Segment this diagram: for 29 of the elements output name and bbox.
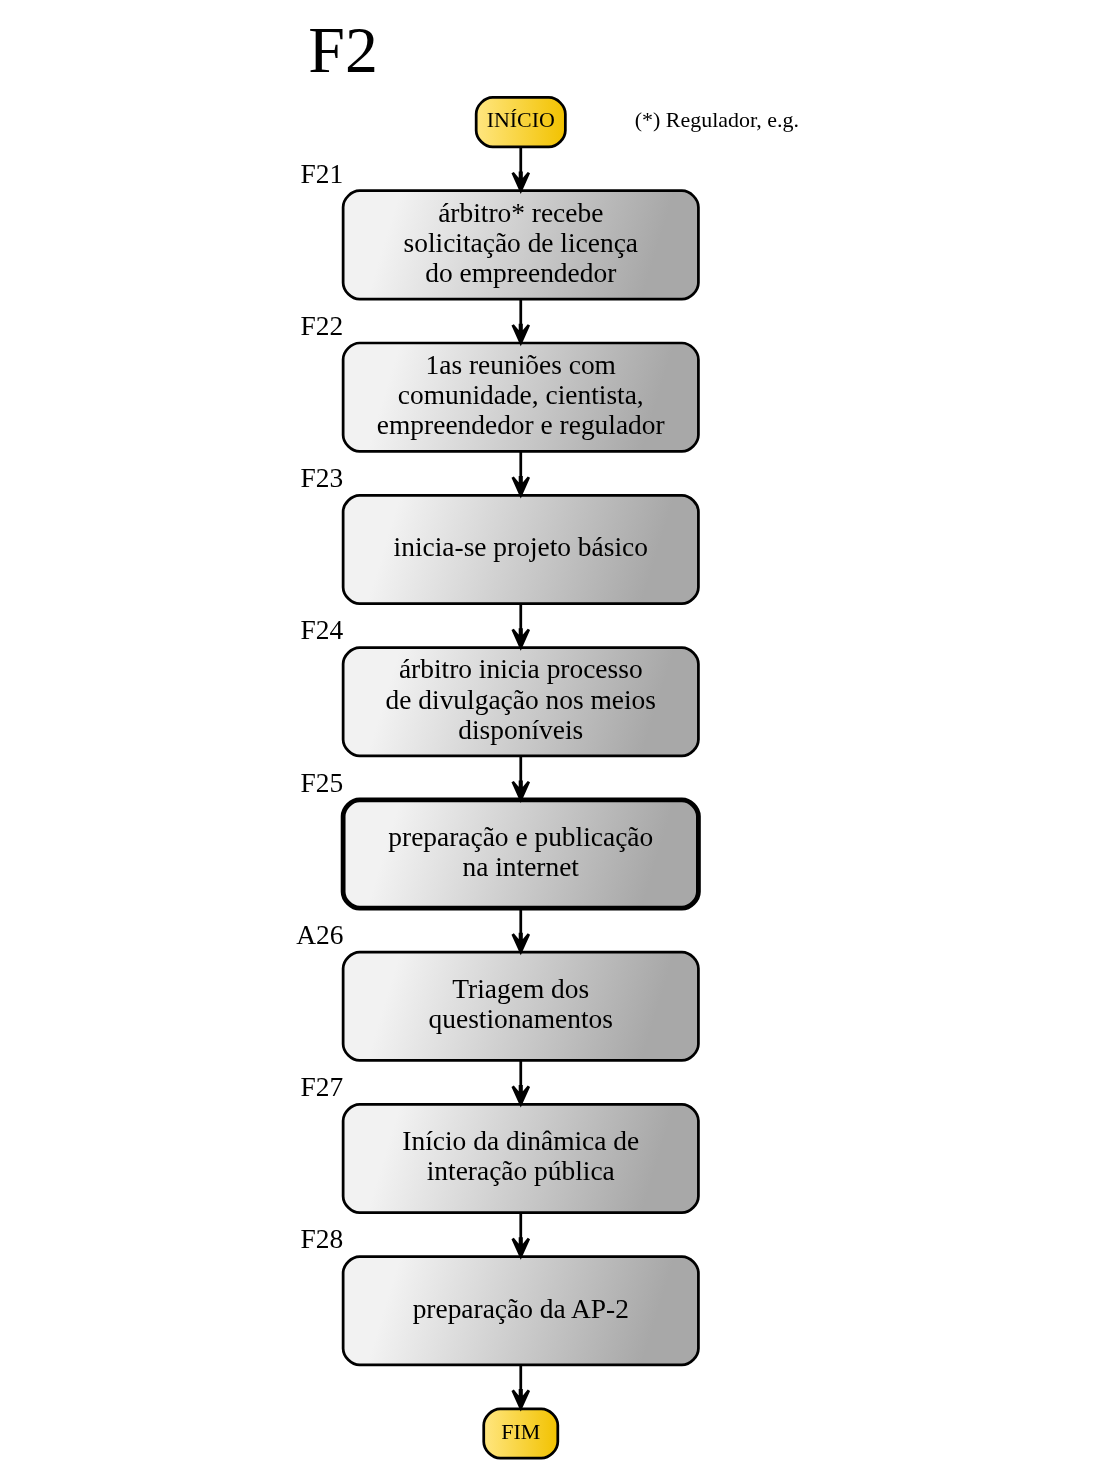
arrow xyxy=(510,1060,530,1106)
node-label: F24 xyxy=(300,615,343,646)
arrow xyxy=(510,1365,530,1410)
node-label: F23 xyxy=(300,463,343,494)
node-box: Triagem dos questionamentos xyxy=(341,950,700,1062)
arrow xyxy=(510,147,530,192)
node-label: A26 xyxy=(295,919,343,950)
node-label: F28 xyxy=(300,1224,343,1255)
node-box: inicia-se projeto básico xyxy=(341,493,700,605)
node-box: árbitro* recebe solicitação de licença do empreendedor xyxy=(341,189,700,301)
arrow xyxy=(510,908,530,954)
node-label: F22 xyxy=(300,310,343,341)
node-label: F25 xyxy=(300,767,343,798)
node-box: FIM xyxy=(481,1407,559,1460)
node-box: preparação e publicação na internet xyxy=(340,797,701,911)
arrow xyxy=(510,451,530,497)
diagram-title: F2 xyxy=(307,12,378,86)
node-label: F27 xyxy=(300,1072,343,1103)
node-box: preparação da AP-2 xyxy=(341,1255,700,1367)
label: (*) Regulador, e.g. xyxy=(634,107,799,133)
arrow xyxy=(510,603,530,649)
node-box: INÍCIO xyxy=(474,96,567,149)
arrow xyxy=(510,756,530,801)
node-box: Início da dinâmica de interação pública xyxy=(341,1102,700,1215)
arrow xyxy=(510,1213,530,1258)
arrow xyxy=(510,299,530,345)
node-box: 1as reuniões com comunidade, cientista, empreendedor e regulador xyxy=(341,341,700,453)
node-box: árbitro inicia processo de divulgação nos meios disponíveis xyxy=(341,646,700,758)
node-label: F21 xyxy=(300,158,343,189)
